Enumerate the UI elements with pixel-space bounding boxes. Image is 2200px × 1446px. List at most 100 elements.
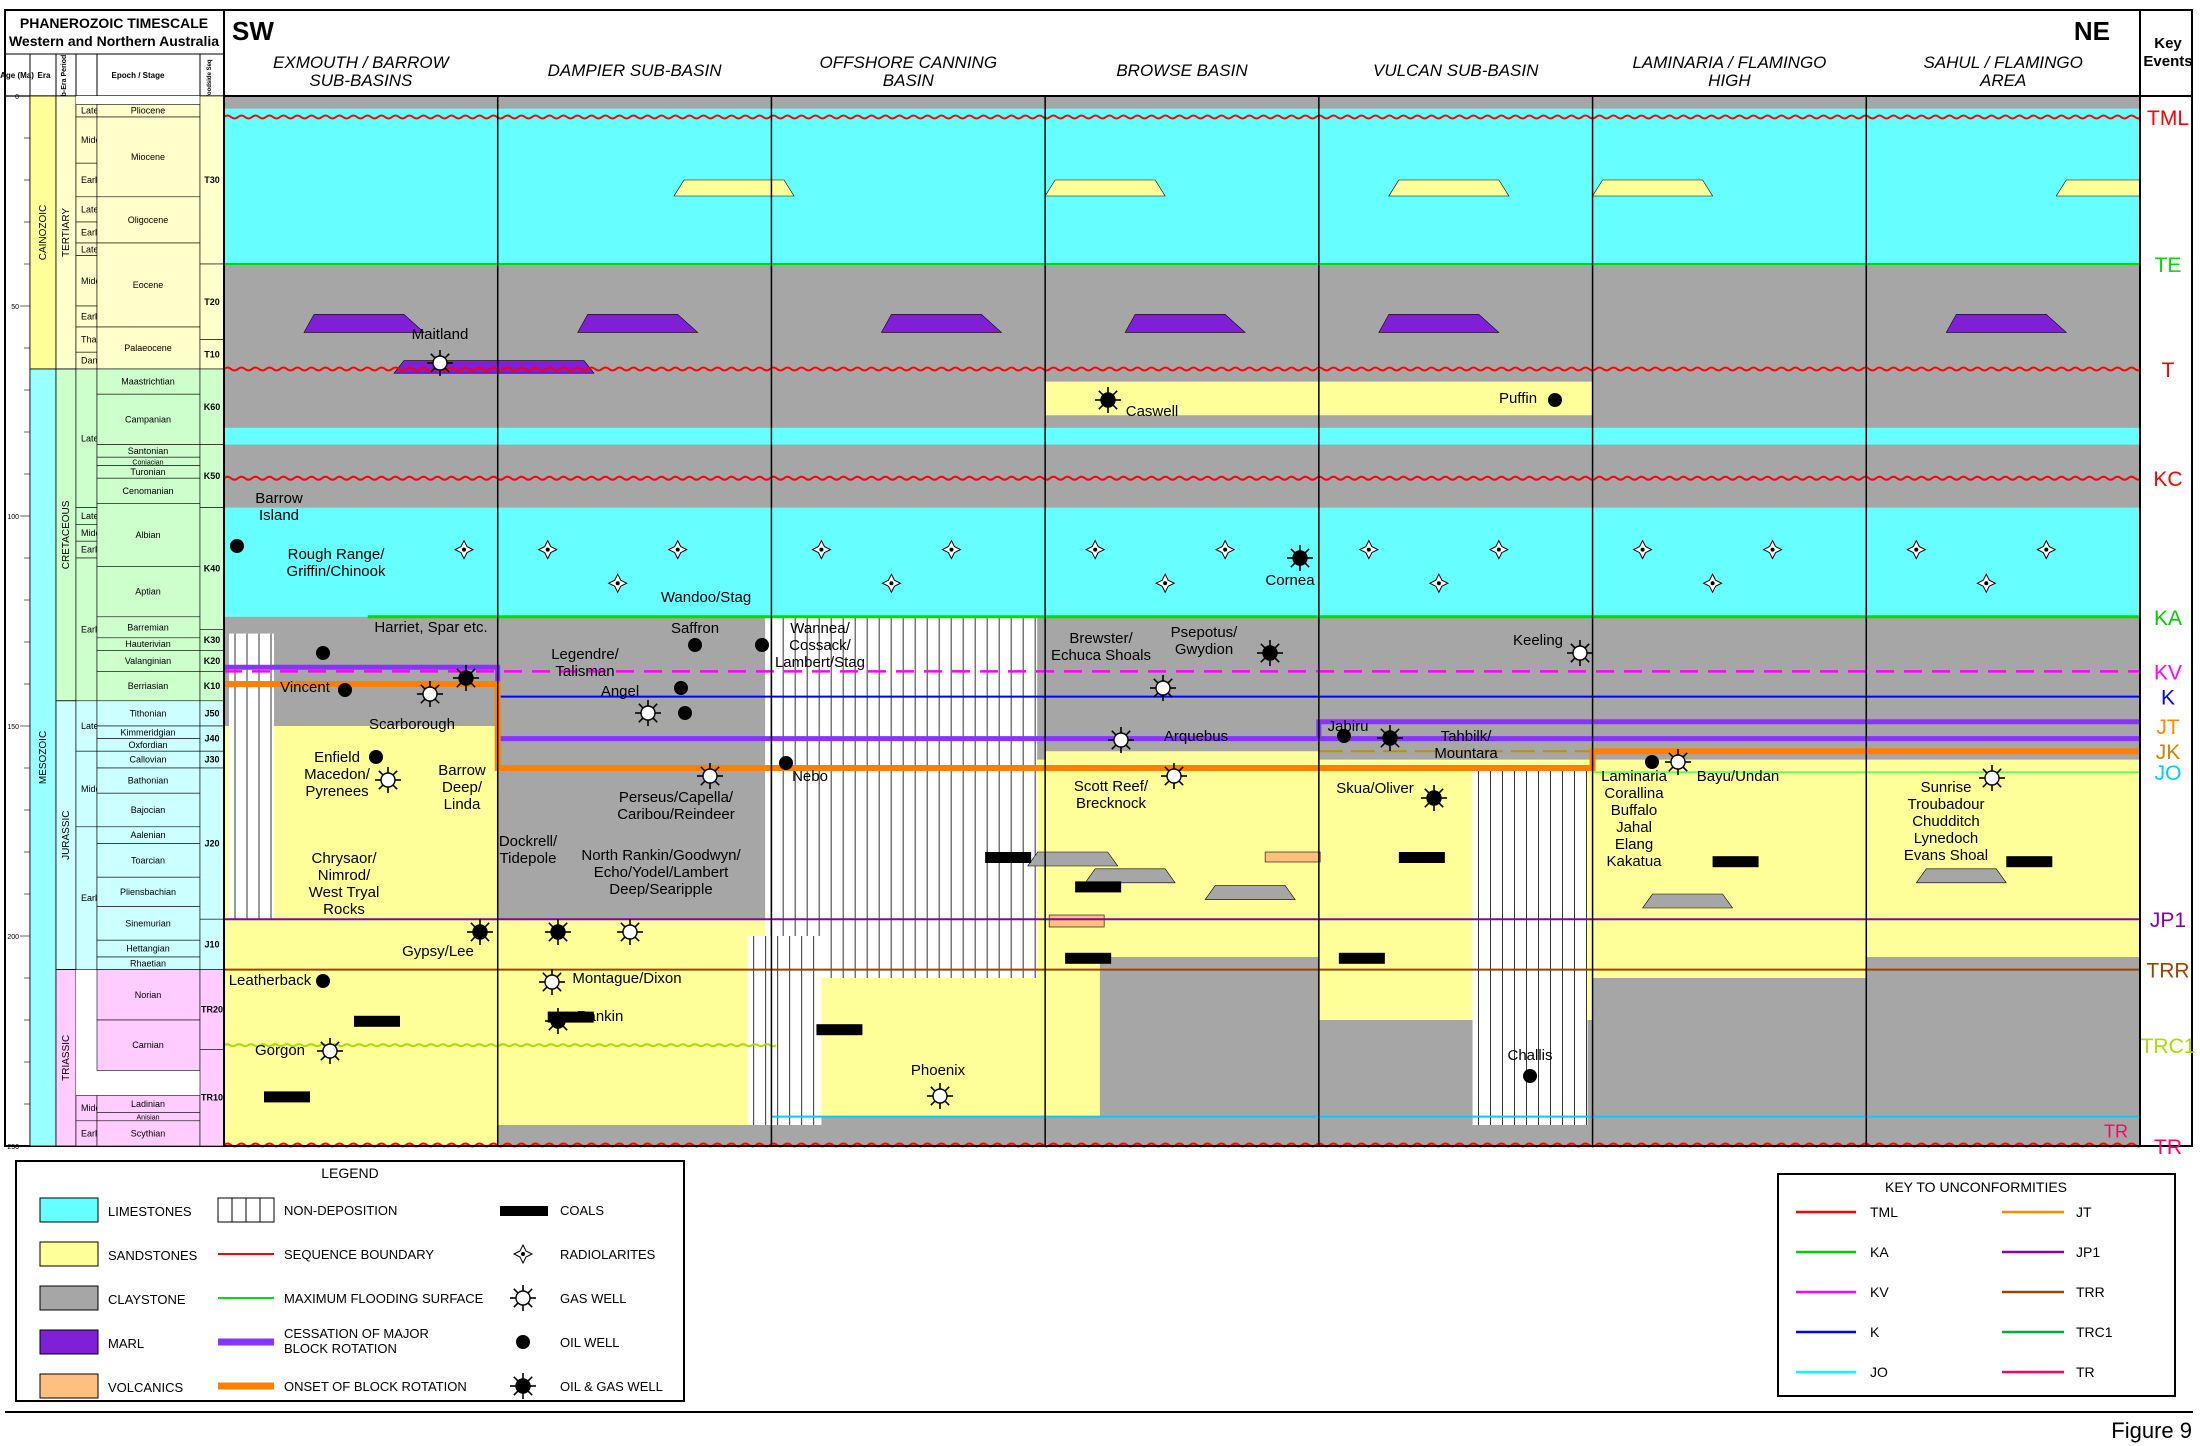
gas-well-icon [1150,675,1176,701]
field-label: Gypsy/Lee [402,943,474,960]
well-core [1166,768,1182,784]
radiolarite-icon-core [1093,547,1098,552]
field-label: Maitland [412,326,469,343]
age-tick-label: 0 [15,94,19,101]
field-name: Perseus/Capella/ [619,789,734,806]
basin-name-5: VULCAN SUB-BASIN [1373,61,1539,80]
oil-gas-well-icon [1095,387,1121,413]
age-tick-label: 100 [7,514,19,521]
field-name: Sunrise [1921,779,1972,796]
legend-panel: LEGEND LIMESTONESSANDSTONESCLAYSTONEMARL… [15,1160,685,1402]
field-name: Brewster/ [1069,630,1133,647]
oil-well-dot [678,706,692,720]
well-ray [562,936,568,942]
oil-well-dot [688,638,702,652]
oil-well-dot [516,1335,530,1349]
key-event-trc1: TRC1 [2141,1035,2196,1058]
marl-lens [880,314,1003,333]
field-name: Barrow [255,490,303,507]
gas-well-icon [1567,640,1593,666]
well-core [380,772,396,788]
sequence-label: J50 [204,708,219,718]
stage-label: Hettangian [126,944,170,954]
stage-label: Coniacian [132,459,163,466]
epoch-label: Late [81,433,99,443]
well-core [1572,645,1588,661]
field-name: West Tryal [309,884,380,901]
coal-seam [1338,952,1385,964]
field-name: Talisman [555,663,614,680]
nondep-fill [1472,768,1588,1125]
field-name: Echuca Shoals [1051,647,1151,664]
stage-cell [96,1019,201,1071]
stage-label: Palaeocene [124,343,172,353]
well-ray [1982,782,1988,788]
well-core [322,1043,338,1059]
well-ray [1274,657,1280,663]
col-subera-header: Sub-Era Period [61,55,68,106]
volcanics-browse [1048,914,1105,928]
sequence-label: T10 [204,349,220,359]
well-ray [527,1376,533,1382]
oil-well-icon [779,756,793,770]
field-name: Linda [444,796,481,813]
coal-seam [816,1024,863,1036]
radiolarite-icon-core [1710,581,1715,586]
well-ray [484,922,490,928]
epoch-label: Early [81,545,102,555]
well-ray [456,668,462,674]
ne-label: NE [2074,16,2110,46]
well-ray [1570,657,1576,663]
well-ray [1290,562,1296,568]
stage-label: Pliensbachian [120,887,176,897]
well-ray [1668,752,1674,758]
oil-gas-well-icon [510,1373,536,1399]
field-label: Wannea/Cossack/Lambert/Stag [775,620,865,671]
well-core [1670,754,1686,770]
stage-cell [96,1120,201,1147]
well-ray [1153,678,1159,684]
key-events-column [2139,95,2193,1147]
oil-well-icon [338,683,352,697]
well-ray [527,1390,533,1396]
tr-inside-label: TR [2104,1122,2128,1142]
stage-cell [96,566,201,618]
field-name: Deep/ [442,779,483,796]
coal-seam [1398,852,1445,863]
oil-well-icon [1548,393,1562,407]
well-ray [378,784,384,790]
oil-well-icon [316,646,330,660]
marl-lens [303,314,425,333]
ukey-label: TR [2076,1364,2095,1380]
well-core [1100,392,1116,408]
well-ray [1098,404,1104,410]
field-name: Challis [1507,1047,1552,1064]
radiolarite-icon-core [1640,547,1645,552]
sequence-label: J30 [204,755,219,765]
field-name: Kakatua [1606,853,1662,870]
well-ray [513,1302,519,1308]
nondeposition-vulcan [1472,768,1588,1125]
key-event-jp1: JP1 [2150,909,2186,932]
gas-well-icon [1979,765,2005,791]
field-label: Jabiru [1328,718,1369,735]
legend-label: COALS [560,1203,604,1218]
well-ray [700,780,706,786]
well-ray [634,922,640,928]
well-ray [548,1011,554,1017]
gas-well-icon [1108,727,1134,753]
oil-well-dot [369,750,383,764]
well-ray [1125,730,1131,736]
well-ray [513,1376,519,1382]
stage-cell [96,116,201,198]
field-label: Rough Range/Griffin/Chinook [287,546,386,580]
stage-label: Tithonian [130,708,167,718]
well-core [515,1378,531,1394]
epoch-label: Late [81,204,99,214]
well-core [622,924,638,940]
